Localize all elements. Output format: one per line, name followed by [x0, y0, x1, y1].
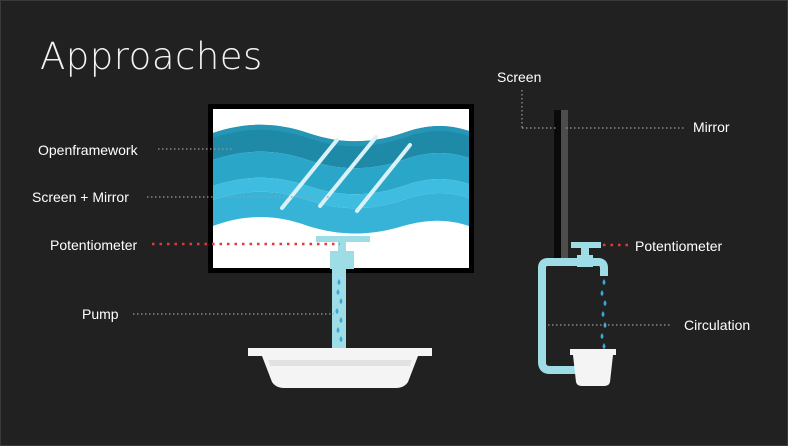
label-circulation: Circulation — [684, 317, 751, 333]
droplet — [339, 336, 343, 342]
wave-top — [213, 124, 469, 147]
droplet — [602, 279, 606, 285]
mirror-line-3 — [355, 143, 412, 213]
droplet — [339, 317, 343, 323]
side-valve-stem — [581, 246, 589, 256]
side-view — [521, 90, 686, 386]
side-potentiometer — [571, 242, 601, 267]
label-potentiometer-side: Potentiometer — [635, 238, 723, 254]
label-screen-mirror: Screen + Mirror — [32, 189, 129, 205]
droplet — [600, 290, 604, 296]
droplet — [601, 311, 605, 317]
droplet — [336, 327, 340, 333]
valve-body — [330, 251, 354, 269]
label-potentiometer-front: Potentiometer — [50, 237, 138, 253]
front-potentiometer — [316, 236, 370, 269]
side-mirror — [561, 110, 568, 263]
front-leaders — [133, 148, 340, 315]
side-droplets — [600, 279, 607, 349]
droplet — [339, 298, 343, 304]
front-pipe — [332, 268, 346, 348]
wave-bottom-edge — [213, 191, 469, 234]
droplet — [337, 279, 341, 285]
side-valve-body — [577, 255, 593, 267]
front-view — [133, 104, 474, 388]
front-basin — [248, 348, 432, 388]
wave-band-light — [213, 177, 469, 209]
circulation-pipe — [538, 258, 578, 374]
side-leaders — [521, 90, 686, 326]
droplet — [600, 333, 604, 339]
droplet — [335, 308, 339, 314]
label-pump: Pump — [82, 306, 119, 322]
droplet — [602, 343, 606, 349]
water-waves — [213, 124, 469, 234]
droplet — [336, 289, 340, 295]
mirror-line-2 — [318, 135, 378, 208]
front-droplets — [335, 279, 343, 342]
label-openframework: Openframework — [38, 142, 138, 158]
side-basin-rim — [570, 349, 616, 355]
basin-rim — [248, 348, 432, 356]
slide-title: Approaches — [40, 35, 263, 78]
side-basin-body — [573, 355, 613, 386]
side-valve-handle — [571, 242, 601, 248]
valve-stem — [338, 238, 346, 252]
label-mirror: Mirror — [693, 119, 730, 135]
droplet — [603, 300, 607, 306]
label-screen: Screen — [497, 69, 542, 85]
circulation-pipe-right — [593, 258, 608, 276]
wave-band-mid — [213, 151, 469, 195]
side-basin — [570, 349, 616, 386]
basin-shadow — [268, 360, 412, 366]
